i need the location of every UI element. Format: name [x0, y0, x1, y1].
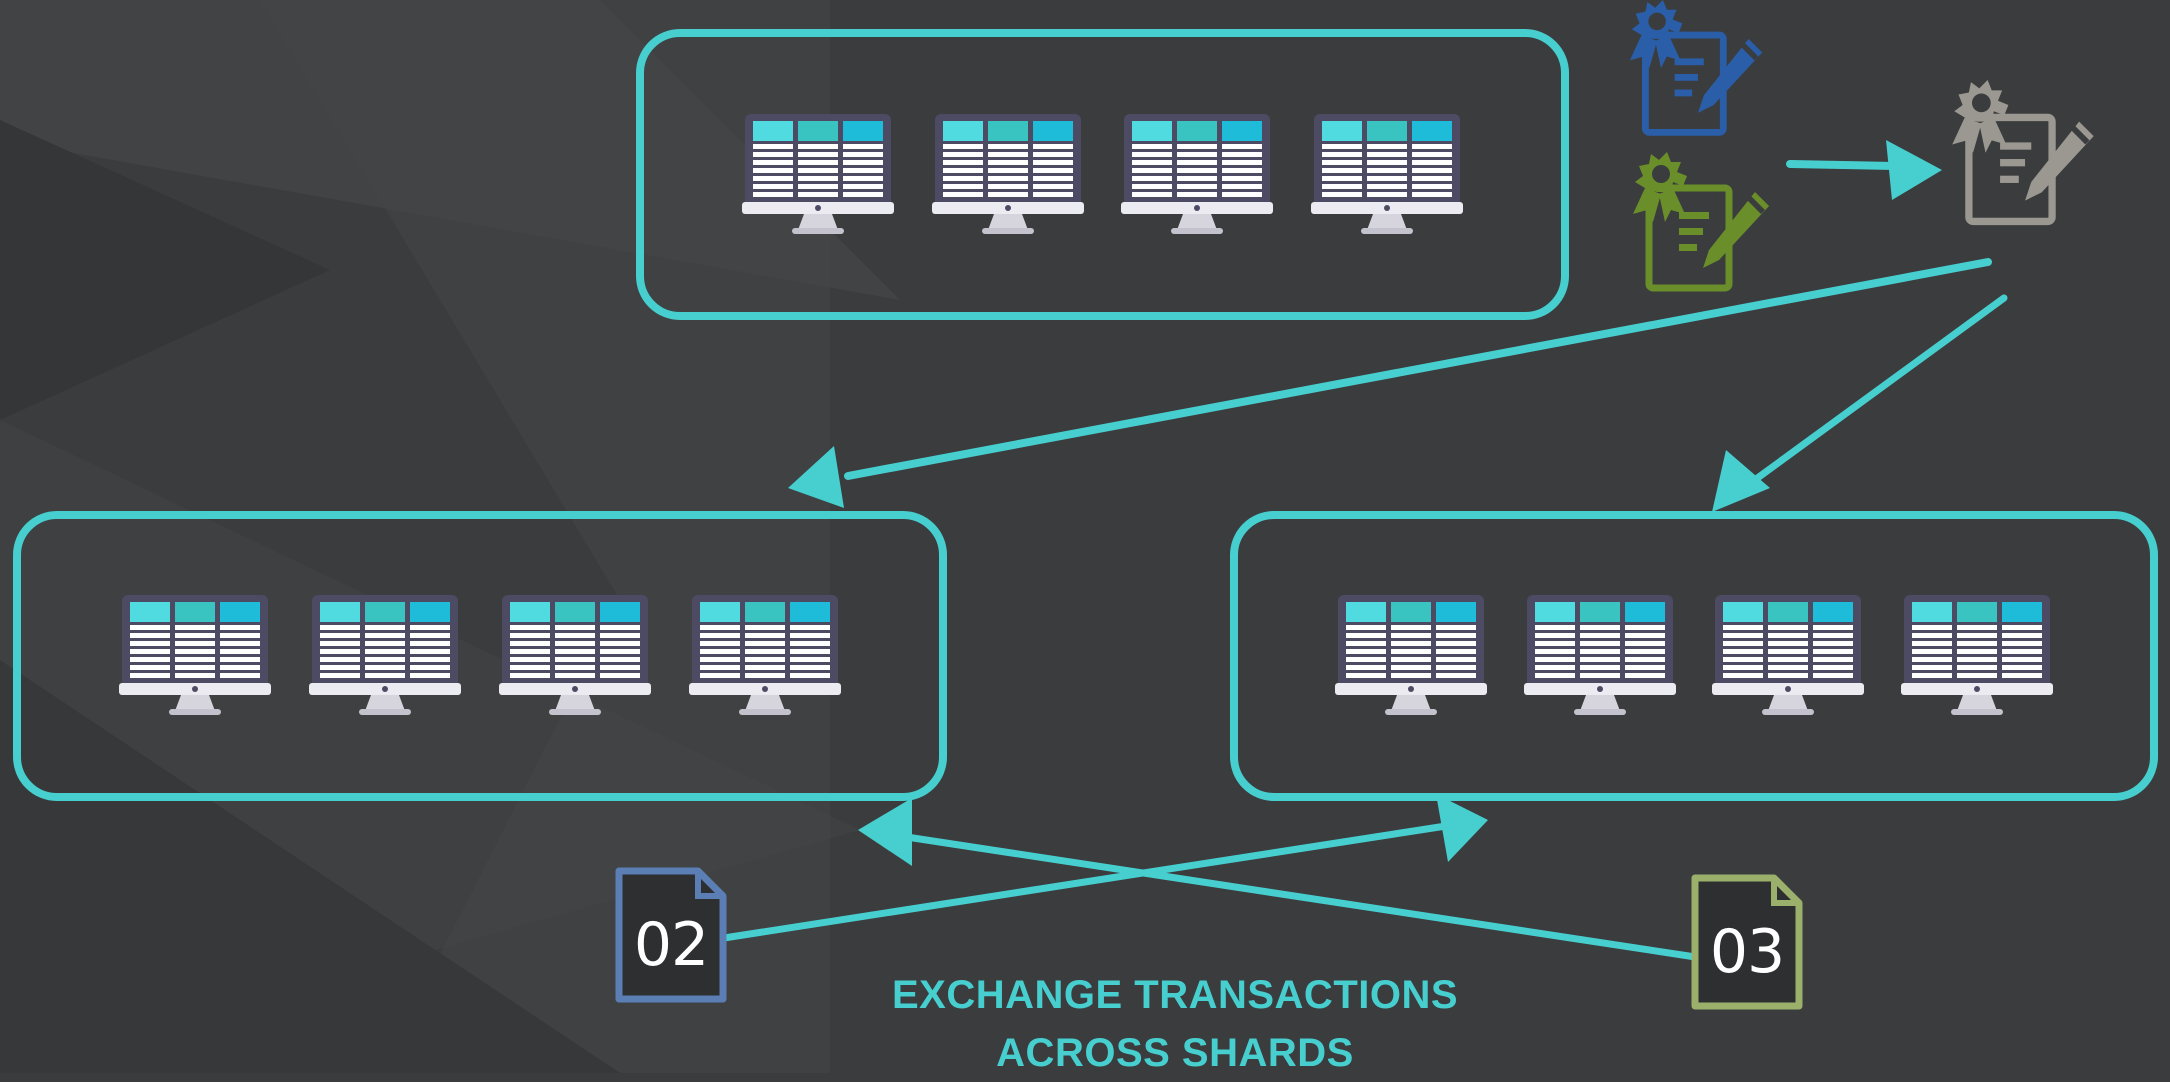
node-monitor-icon	[119, 595, 271, 717]
transaction-02-document: 02	[614, 866, 728, 1004]
caption-line-1: EXCHANGE TRANSACTIONS	[891, 973, 1459, 1017]
node-monitor-icon	[1901, 595, 2053, 717]
transaction-label: 03	[1709, 917, 1785, 987]
shard-right	[1230, 511, 2158, 801]
blue-certificate-icon	[1624, 0, 1770, 146]
node-monitor-icon	[309, 595, 461, 717]
node-monitor-icon	[1311, 114, 1463, 236]
node-monitor-icon	[499, 595, 651, 717]
green-certificate-icon	[1624, 152, 1780, 302]
shard-left	[13, 511, 947, 801]
document-icon	[1691, 874, 1803, 1010]
transaction-03-document: 03	[1690, 873, 1804, 1011]
gray-certificate-icon	[1942, 80, 2106, 236]
transaction-label: 02	[633, 910, 709, 980]
node-monitor-icon	[689, 595, 841, 717]
document-icon	[615, 867, 727, 1003]
node-monitor-icon	[1335, 595, 1487, 717]
diagram-caption: EXCHANGE TRANSACTIONS ACROSS SHARDS	[780, 966, 1570, 1082]
shard-top	[636, 29, 1569, 320]
caption-line-2: ACROSS SHARDS	[996, 1031, 1354, 1075]
node-monitor-icon	[932, 114, 1084, 236]
node-monitor-icon	[1712, 595, 1864, 717]
node-monitor-icon	[742, 114, 894, 236]
node-monitor-icon	[1524, 595, 1676, 717]
node-monitor-icon	[1121, 114, 1273, 236]
